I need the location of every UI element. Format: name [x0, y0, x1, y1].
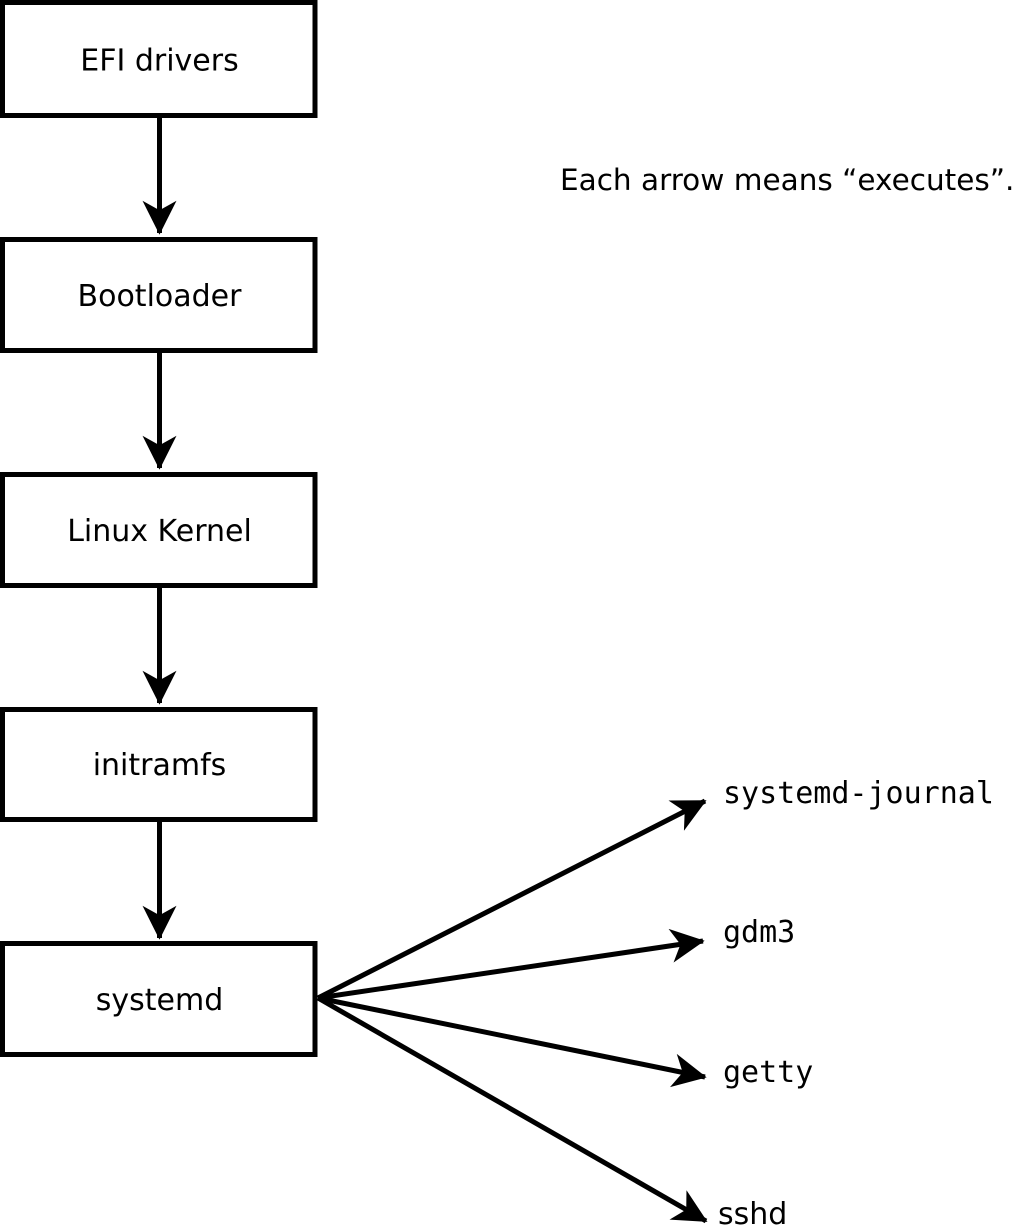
process-label-getty: getty — [723, 1055, 813, 1090]
box-initramfs-label: initramfs — [93, 748, 227, 783]
boot-chain: EFI drivers Bootloader Linux Kernel init… — [0, 0, 318, 1057]
fanout-arrows — [316, 798, 708, 1224]
box-bootloader — [0, 237, 318, 353]
arrow-systemd-to-getty-icon — [317, 995, 707, 1088]
box-bootloader-label: Bootloader — [78, 279, 243, 314]
box-linux-kernel — [0, 472, 318, 588]
box-initramfs — [0, 707, 318, 822]
process-label-sshd: sshd — [718, 1197, 787, 1230]
box-efi-drivers-label: EFI drivers — [80, 44, 238, 79]
box-systemd — [0, 941, 318, 1057]
spawned-process-labels: systemd-journal gdm3 getty sshd — [718, 776, 994, 1230]
arrow-systemd-to-gdm3-icon — [317, 928, 705, 1001]
box-systemd-label: systemd — [96, 983, 224, 1018]
arrow-meaning-note: Each arrow means “executes”. — [560, 163, 1014, 197]
arrow-systemd-to-sshd-icon — [316, 995, 708, 1224]
process-label-gdm3: gdm3 — [723, 915, 795, 950]
arrow-systemd-to-journal-icon — [316, 798, 707, 1001]
process-label-systemd-journal: systemd-journal — [723, 776, 994, 811]
box-linux-kernel-label: Linux Kernel — [67, 514, 252, 549]
box-efi-drivers — [0, 0, 318, 118]
